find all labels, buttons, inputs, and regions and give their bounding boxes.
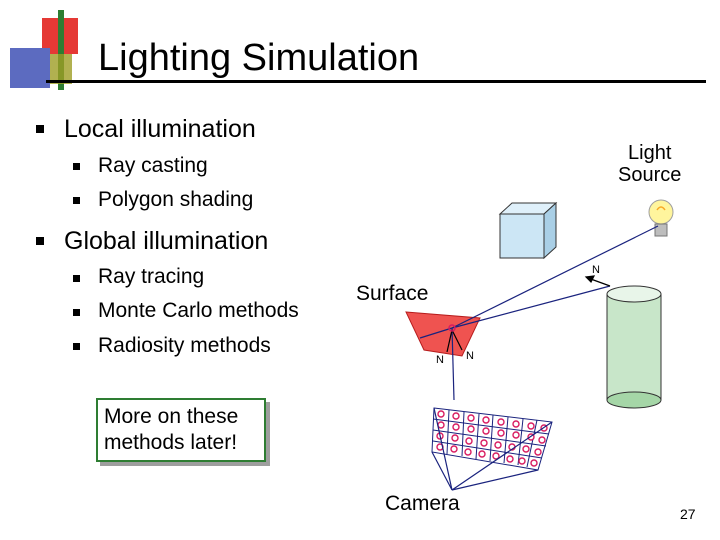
- camera-label: Camera: [385, 492, 460, 515]
- page-number: 27: [680, 506, 696, 522]
- surface-label: Surface: [356, 282, 429, 305]
- slide-title: Lighting Simulation: [98, 37, 420, 79]
- bullet-marker: [36, 125, 44, 133]
- logo-olive-bar: [50, 54, 72, 84]
- title-underline: [46, 80, 706, 83]
- rays: [419, 225, 659, 401]
- sub-bullet-marker: [73, 163, 80, 170]
- sub-bullet-marker: [73, 275, 80, 282]
- callout-text: More on these methods later!: [104, 405, 239, 454]
- logo-green-bar: [58, 10, 64, 90]
- normal-label-surface-1: N: [436, 354, 444, 366]
- logo-blue-square: [10, 48, 50, 88]
- light-source-label: Light Source: [618, 142, 682, 186]
- bullet-marker: [36, 237, 44, 245]
- bullet-local-illumination: Local illumination: [64, 115, 256, 143]
- cube-object: [498, 201, 558, 260]
- callout-box: More on these methods later!: [96, 398, 266, 462]
- bullet-global-illumination: Global illumination: [64, 227, 269, 255]
- normal-arrows: [446, 275, 611, 353]
- sub-bullet-ray-casting: Ray casting: [98, 154, 208, 177]
- sub-bullet-ray-tracing: Ray tracing: [98, 265, 205, 288]
- pixel-samples: [436, 410, 548, 467]
- normal-label-surface-2: N: [466, 350, 474, 362]
- normal-label-cylinder: N: [592, 264, 600, 276]
- sub-bullet-marker: [73, 343, 80, 350]
- slide-logo: [10, 10, 78, 90]
- light-bulb-icon: [648, 199, 674, 237]
- sub-bullet-monte-carlo: Monte Carlo methods: [98, 299, 299, 322]
- sub-bullet-marker: [73, 309, 80, 316]
- sub-bullet-polygon-shading: Polygon shading: [98, 188, 254, 211]
- sub-bullet-marker: [73, 197, 80, 204]
- camera-frustum: [431, 407, 553, 491]
- cylinder-object: [606, 285, 662, 409]
- surface-hit-point: [448, 324, 456, 332]
- sub-bullet-radiosity: Radiosity methods: [98, 334, 271, 357]
